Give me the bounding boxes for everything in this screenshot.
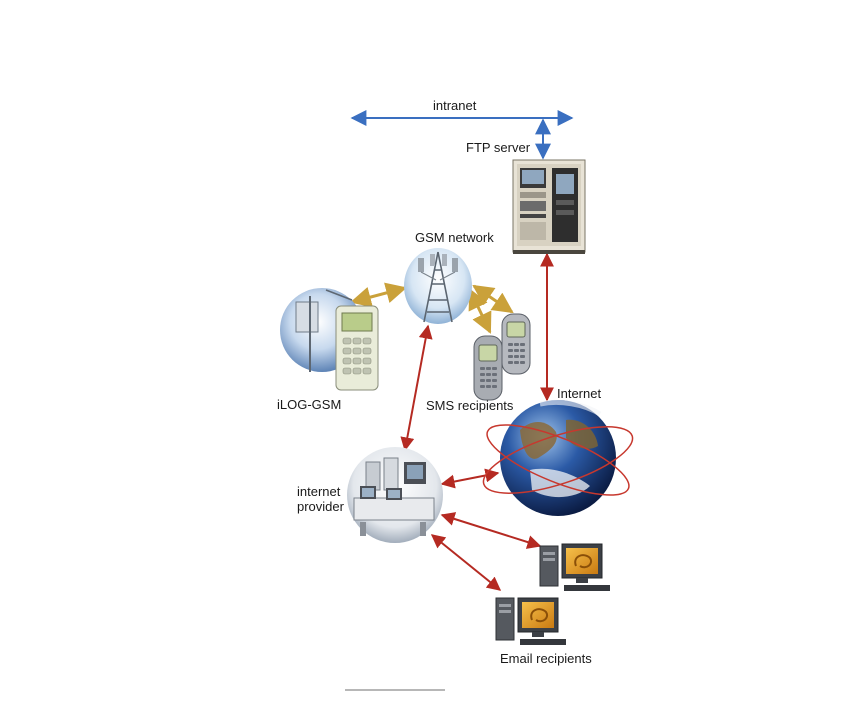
ftp-server-label: FTP server — [466, 140, 530, 155]
desktop-computer-icon — [540, 544, 610, 591]
provider-email-link-1 — [442, 515, 540, 546]
gsm-provider-link — [405, 326, 428, 450]
desktop-computer-icon — [496, 598, 566, 645]
mobile-phone-icon — [474, 336, 502, 400]
ftp-server-rack-icon — [513, 160, 585, 254]
email-recipients-label: Email recipients — [500, 651, 592, 666]
ilog-gsm-label: iLOG-GSM — [277, 397, 341, 412]
internet-provider-label-line1: internet — [297, 484, 357, 499]
logger-gsm-link — [352, 288, 405, 302]
internet-provider-room-icon — [347, 447, 443, 543]
provider-email-link-2 — [432, 535, 500, 590]
gsm-network-label: GSM network — [415, 230, 494, 245]
internet-label: Internet — [557, 386, 601, 401]
globe-icon — [476, 400, 639, 516]
intranet-label: intranet — [433, 98, 476, 113]
internet-provider-label: internet provider — [297, 484, 357, 514]
gsm-tower-icon — [404, 248, 472, 324]
provider-internet-link — [442, 473, 498, 484]
ilog-gsm-logger-icon — [280, 288, 378, 390]
internet-provider-label-line2: provider — [297, 499, 357, 514]
sms-recipients-label: SMS recipients — [426, 398, 513, 413]
mobile-phone-icon — [502, 314, 530, 374]
